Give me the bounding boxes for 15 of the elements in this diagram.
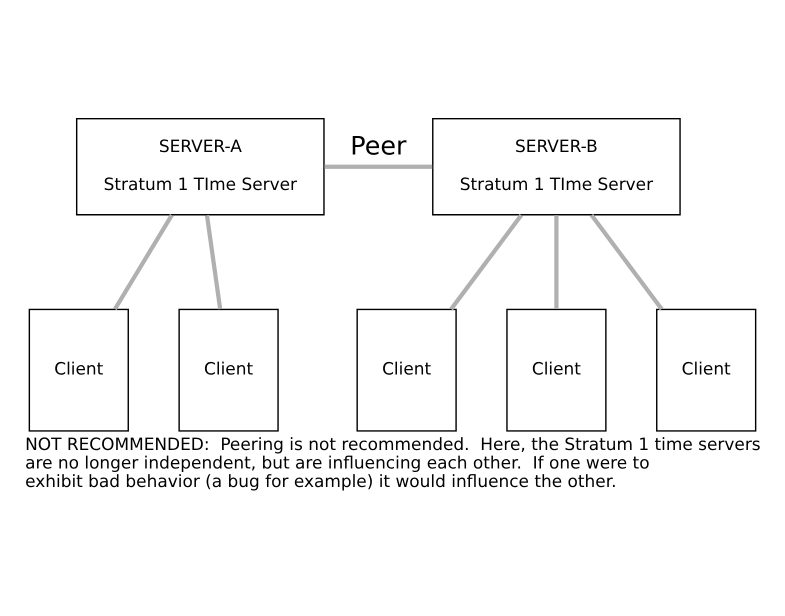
node-box: Client <box>178 308 279 432</box>
connector <box>590 214 664 310</box>
connector <box>324 164 432 169</box>
caption: NOT RECOMMENDED: Peering is not recommended. Here, the Stratum 1 time servers are no longer independent, but are influencing each other. If one were to exhibit bad behavior (a bug for example) it would influence the other. <box>25 434 761 491</box>
node-box: SERVER-B Stratum 1 TIme Server <box>432 118 681 216</box>
node-box: Client <box>506 308 607 432</box>
node-box: Client <box>356 308 457 432</box>
connector <box>113 214 174 310</box>
connector <box>204 214 222 310</box>
edge-label: Peer <box>350 130 406 161</box>
connector <box>450 214 523 310</box>
node-box: Client <box>656 308 756 432</box>
node-box: SERVER-A Stratum 1 TIme Server <box>76 118 325 216</box>
node-box: Client <box>28 308 129 432</box>
connector <box>554 215 559 310</box>
